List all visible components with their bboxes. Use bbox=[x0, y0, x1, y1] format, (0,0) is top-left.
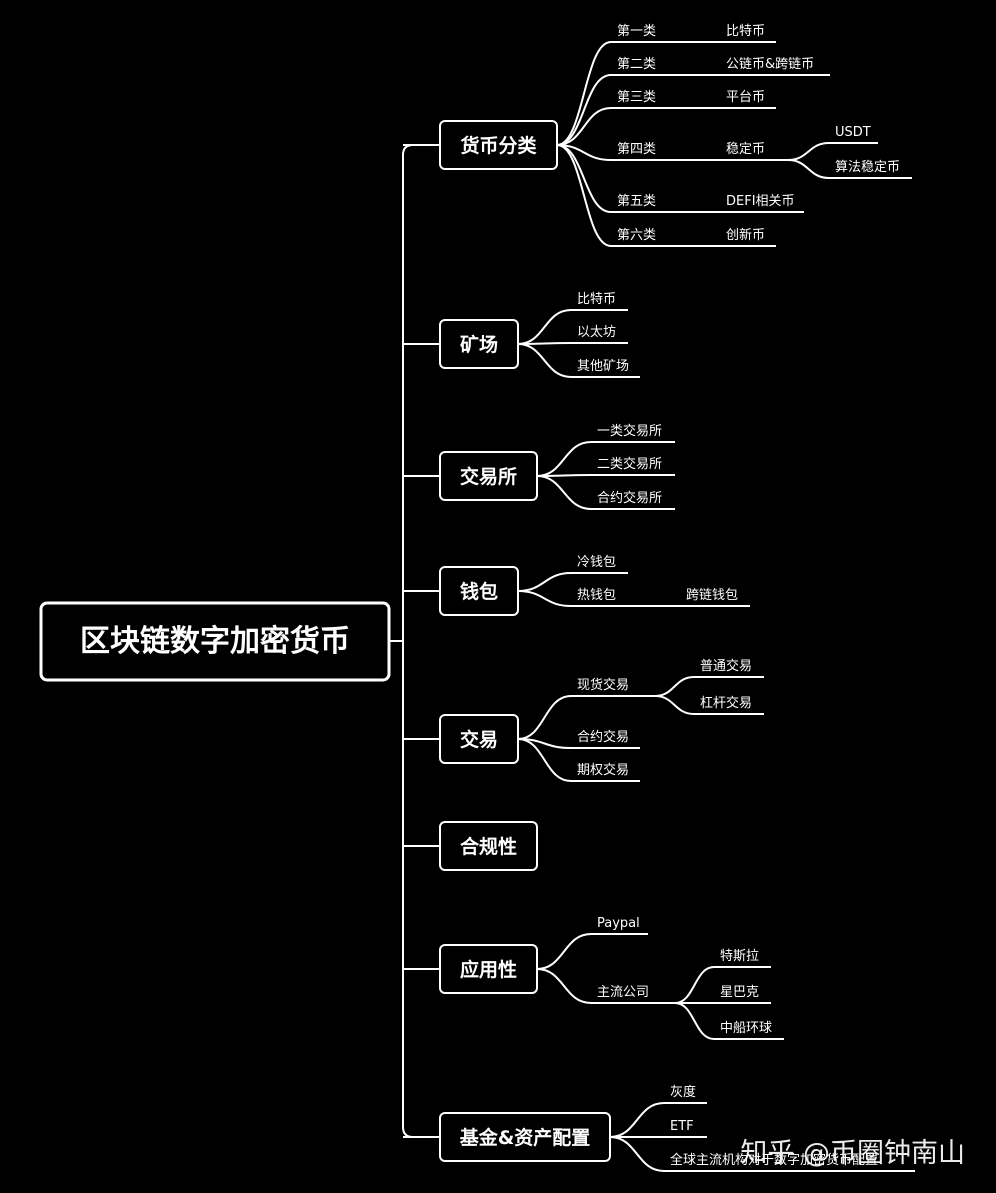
connector bbox=[536, 475, 592, 510]
branch-node-label: 货币分类 bbox=[460, 134, 536, 157]
leaf-child-label: DEFI相关币 bbox=[726, 194, 795, 209]
connector bbox=[609, 1102, 665, 1138]
connector bbox=[536, 474, 592, 477]
branch-node-box bbox=[439, 319, 519, 369]
leaf-label: 其他矿场 bbox=[577, 359, 629, 374]
watermark: 知乎 @币圈钟南山 bbox=[740, 1138, 965, 1169]
leaf-child-label: 创新币 bbox=[726, 227, 765, 243]
branch-node-label: 合规性 bbox=[460, 835, 517, 858]
main-trunk bbox=[402, 144, 414, 1138]
connector bbox=[556, 144, 612, 161]
connector-lines bbox=[389, 41, 915, 1172]
sub-leaf-label: 杠杆交易 bbox=[700, 695, 752, 711]
branch-node-label: 钱包 bbox=[460, 580, 498, 603]
connector bbox=[536, 441, 592, 477]
leaf-label: 热钱包 bbox=[577, 588, 616, 603]
connector bbox=[654, 676, 695, 697]
branch-node-box bbox=[439, 451, 538, 501]
leaf-label: 第三类 bbox=[617, 90, 656, 105]
sub-leaf-label: 中船环球 bbox=[720, 1021, 772, 1036]
connector bbox=[556, 41, 612, 146]
connector bbox=[556, 144, 612, 247]
leaf-label: 比特币 bbox=[577, 292, 616, 307]
leaf-label: 第四类 bbox=[617, 142, 656, 157]
connector bbox=[609, 1136, 665, 1172]
connector bbox=[556, 144, 612, 213]
leaf-label: 主流公司 bbox=[597, 985, 649, 1000]
branch-node-box bbox=[439, 120, 558, 170]
branch-node-label: 应用性 bbox=[460, 958, 517, 981]
connector bbox=[674, 1002, 715, 1040]
leaf-label: 以太坊 bbox=[577, 325, 616, 340]
leaf-child-label: 跨链钱包 bbox=[686, 588, 738, 603]
sub-leaf-label: 特斯拉 bbox=[720, 949, 759, 964]
root-node-label: 区块链数字加密货币 bbox=[80, 624, 350, 659]
connector bbox=[654, 695, 695, 715]
sub-leaf-label: 算法稳定币 bbox=[835, 159, 900, 175]
leaf-label: 灰度 bbox=[670, 1084, 696, 1100]
leaf-child-label: 稳定币 bbox=[726, 141, 765, 157]
sub-leaf-label: 星巴克 bbox=[720, 985, 759, 1000]
leaf-child-label: 平台币 bbox=[726, 90, 765, 105]
leaf-label: 第五类 bbox=[617, 194, 656, 209]
branch-node-box bbox=[439, 944, 538, 994]
leaf-label: 现货交易 bbox=[577, 677, 629, 693]
leaf-label: 第六类 bbox=[617, 228, 656, 243]
leaf-label: 第一类 bbox=[617, 24, 656, 39]
leaf-label: 全球主流机构对于数字加密货币配置 bbox=[670, 1152, 878, 1168]
leaf-label: 二类交易所 bbox=[597, 456, 662, 472]
leaf-label: Paypal bbox=[597, 916, 640, 931]
connector bbox=[517, 738, 572, 782]
connector bbox=[517, 590, 572, 607]
connector bbox=[536, 968, 592, 1004]
branch-node-label: 交易 bbox=[460, 728, 498, 751]
branch-node-box bbox=[439, 714, 519, 764]
root-node-box bbox=[39, 601, 391, 682]
branch-node-box bbox=[439, 1112, 611, 1162]
connector bbox=[517, 695, 572, 740]
connector bbox=[517, 572, 572, 592]
leaf-label: 一类交易所 bbox=[597, 423, 662, 439]
branch-node-label: 基金&资产配置 bbox=[459, 1126, 591, 1149]
connector bbox=[556, 74, 612, 146]
leaf-child-label: 比特币 bbox=[726, 24, 765, 39]
sub-leaf-label: USDT bbox=[835, 125, 871, 140]
branch-node-label: 矿场 bbox=[460, 333, 498, 356]
connector bbox=[517, 309, 572, 345]
leaf-label: 合约交易 bbox=[577, 729, 629, 745]
connector bbox=[787, 142, 830, 161]
connector bbox=[517, 342, 572, 345]
branch-node-label: 交易所 bbox=[460, 465, 517, 488]
branch-node-box bbox=[439, 566, 519, 616]
branch-nodes: 货币分类第一类比特币第二类公链币&跨链币第三类平台币第四类稳定币USDT算法稳定… bbox=[439, 24, 900, 1168]
connector bbox=[674, 966, 715, 1004]
branch-node-box bbox=[439, 821, 538, 871]
leaf-child-label: 公链币&跨链币 bbox=[726, 57, 814, 72]
connector bbox=[517, 343, 572, 378]
connector bbox=[536, 933, 592, 970]
sub-leaf-label: 普通交易 bbox=[700, 658, 752, 674]
leaf-label: 期权交易 bbox=[577, 762, 629, 778]
connector bbox=[787, 159, 830, 179]
leaf-label: 第二类 bbox=[617, 57, 656, 72]
leaf-label: 冷钱包 bbox=[577, 555, 616, 570]
connector bbox=[556, 107, 612, 146]
leaf-label: ETF bbox=[670, 1119, 694, 1134]
leaf-label: 合约交易所 bbox=[597, 490, 662, 506]
